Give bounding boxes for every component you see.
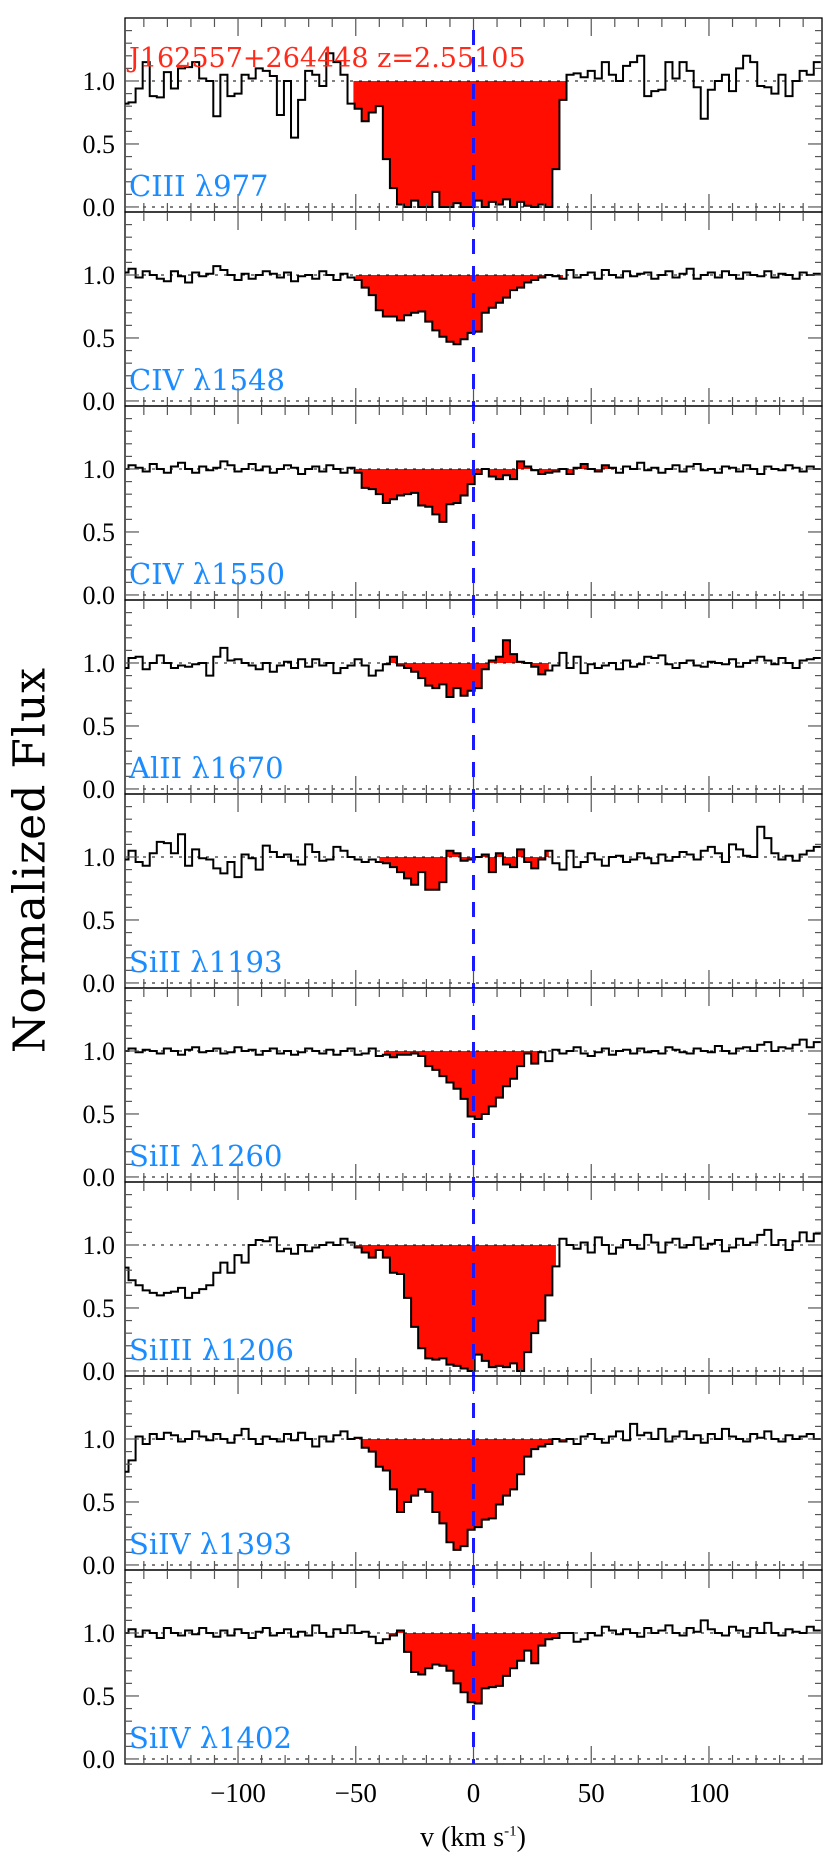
y-tick-label: 0.5 [83,130,116,159]
y-tick-label: 0.0 [83,581,116,610]
y-tick-label: 0.5 [83,906,116,935]
y-tick-label: 0.0 [83,387,116,416]
y-tick-label: 0.5 [83,518,116,547]
x-axis-label-close: ) [516,1822,526,1853]
absorption-fill [355,1244,556,1371]
y-tick-label: 0.0 [83,1745,116,1774]
x-tick-label: −50 [335,1778,377,1808]
absorption-fill [379,849,549,890]
absorption-fill [388,1630,559,1704]
y-tick-label: 0.5 [83,1100,116,1129]
y-tick-label: 1.0 [83,843,116,872]
absorption-fill [355,274,563,345]
x-tick-label: −100 [210,1778,266,1808]
y-tick-label: 1.0 [83,1037,116,1066]
flux-histogram [125,1619,821,1705]
ion-label: CIV λ1550 [129,557,285,591]
y-tick-label: 0.0 [83,1163,116,1192]
y-tick-label: 0.5 [83,1488,116,1517]
x-axis-label: v (km s-1) [420,1822,526,1854]
y-axis-label: Normalized Flux [4,666,56,1054]
y-tick-label: 0.5 [83,712,116,741]
ion-label: SiIII λ1206 [129,1333,294,1367]
x-axis-label-exponent: -1 [504,1823,517,1840]
y-tick-label: 0.5 [83,1682,116,1711]
y-tick-label: 1.0 [83,1231,116,1260]
x-tick-label: 50 [578,1778,605,1808]
ion-label: SiII λ1193 [129,945,282,979]
flux-histogram [125,1038,821,1121]
y-tick-label: 1.0 [83,67,116,96]
ion-label: AlII λ1670 [128,751,284,785]
y-tick-label: 1.0 [83,455,116,484]
flux-histogram [125,1228,821,1372]
y-tick-label: 0.5 [83,1294,116,1323]
ion-label: SiII λ1260 [129,1139,282,1173]
ion-label: CIV λ1548 [129,363,285,397]
y-tick-label: 0.0 [83,1357,116,1386]
y-tick-label: 1.0 [83,261,116,290]
ion-label: SiIV λ1402 [129,1721,292,1755]
y-tick-label: 0.0 [83,775,116,804]
ion-label: CIII λ977 [129,169,269,203]
flux-histogram [125,1422,821,1551]
absorption-fill [384,1050,540,1120]
y-tick-label: 0.0 [83,969,116,998]
y-tick-label: 1.0 [83,649,116,678]
absorption-fill [355,461,615,522]
absorption-fill [355,1437,568,1550]
flux-histogram [125,639,821,698]
y-tick-label: 1.0 [83,1425,116,1454]
y-tick-label: 0.0 [83,193,116,222]
x-tick-label: 0 [467,1778,481,1808]
flux-histogram [125,460,821,523]
x-axis-label-main: v (km s [420,1822,505,1853]
x-axis: −100 −50 0 50 100 [210,1778,729,1808]
y-tick-label: 0.0 [83,1551,116,1580]
ion-label: SiIV λ1393 [129,1527,292,1561]
x-tick-label: 100 [689,1778,730,1808]
chart-title: J162557+264448 z=2.55105 [126,43,526,74]
absorption-fill [353,74,568,207]
y-tick-label: 1.0 [83,1619,116,1648]
y-tick-label: 0.5 [83,324,116,353]
